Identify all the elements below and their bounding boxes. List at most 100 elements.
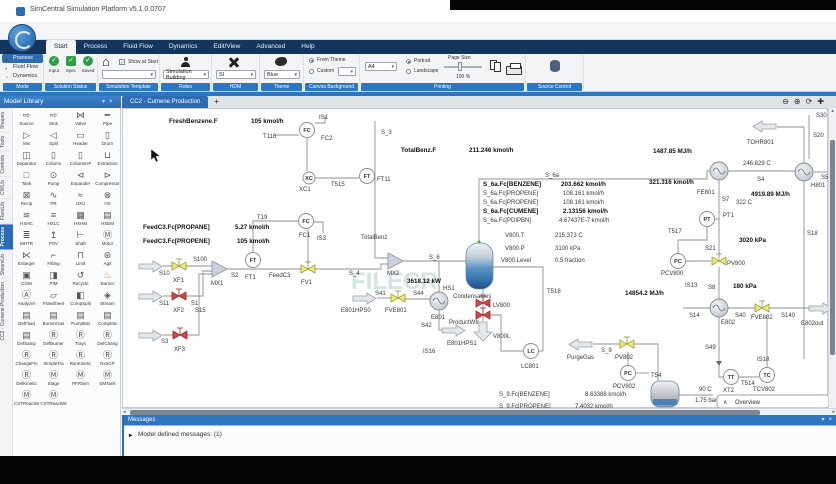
messages-header-icons[interactable]: ▾× <box>821 415 832 425</box>
library-item-fitting[interactable]: ⌐Fitting <box>40 250 67 270</box>
library-item-drum[interactable]: ▯Drum <box>94 130 121 150</box>
library-item-split[interactable]: ◁Split <box>40 130 67 150</box>
library-item-pr[interactable]: ∿PR <box>40 190 67 210</box>
panel-icon[interactable]: × <box>109 99 113 105</box>
PurgeGas-sink[interactable] <box>568 338 593 351</box>
page-size-slider-track[interactable] <box>444 66 482 68</box>
zoom-out-icon[interactable]: ⊖ <box>782 97 789 106</box>
library-item-stream[interactable]: ◈Stream <box>94 290 121 310</box>
mode-item-fluid-flow[interactable]: ◐Fluid Flow <box>5 64 39 72</box>
PV800-valve[interactable] <box>711 256 720 266</box>
library-item-hxlc[interactable]: ≡HXLC <box>40 210 67 230</box>
pan-icon[interactable]: ✚ <box>817 97 824 106</box>
FVE801-valve[interactable] <box>397 293 406 303</box>
vertical-scroll-thumb[interactable] <box>830 140 835 355</box>
library-item-limit[interactable]: ⊓Limit <box>67 250 94 270</box>
library-item-column[interactable]: ▯Column <box>40 150 67 170</box>
ribbon-tab-help[interactable]: Help <box>301 43 315 50</box>
XF2-valve[interactable] <box>178 291 187 301</box>
PV802-valve[interactable] <box>626 339 635 349</box>
canvas-tab-cumene[interactable]: CC2 - Cumene Production <box>122 96 209 108</box>
FC1-controller[interactable] <box>298 213 314 229</box>
ProductWtr-valve[interactable] <box>482 310 491 320</box>
PV800-valve[interactable] <box>718 256 727 266</box>
library-item-columnhf[interactable]: ▯ColumnHF <box>67 150 94 170</box>
sidebar-tab-steamlib[interactable]: SteamLib <box>0 249 13 278</box>
ribbon-tab-edit-view[interactable]: Edit/View <box>213 43 241 50</box>
PT1-controller[interactable] <box>699 211 715 227</box>
FT11-controller[interactable] <box>359 168 375 184</box>
TCV802-controller[interactable] <box>759 367 775 383</box>
PV802-valve[interactable] <box>619 339 628 349</box>
library-item-com[interactable]: ▣COM <box>13 270 40 290</box>
ProductWtr-valve[interactable] <box>475 310 484 320</box>
XF1-valve[interactable] <box>171 261 180 271</box>
library-item-extraction[interactable]: ⊔Extraction <box>94 150 121 170</box>
XF1-valve[interactable] <box>178 261 187 271</box>
library-item-defsamp[interactable]: ▤DefSamp <box>13 330 40 350</box>
FV1-valve[interactable] <box>300 264 309 274</box>
library-item-sink[interactable]: ⇨Sink <box>40 110 67 130</box>
roles-dropdown[interactable]: Simulation Building▾ <box>163 69 209 81</box>
message-row[interactable]: ▸Model defined messages: (1) <box>129 431 222 439</box>
library-item-expander[interactable]: ⊲Expander <box>67 170 94 190</box>
library-item-psv[interactable]: ↥PSV <box>40 230 67 250</box>
S3-source[interactable] <box>138 329 163 342</box>
theme-dropdown[interactable]: Blue▾ <box>264 70 300 79</box>
messages-window-icon[interactable]: ▾ <box>821 417 825 423</box>
S10-source[interactable] <box>138 260 163 273</box>
FT1-controller[interactable] <box>245 252 261 268</box>
hdm-dropdown[interactable]: SI▾ <box>216 70 256 79</box>
XF3-valve[interactable] <box>179 330 188 340</box>
library-item-deffluid[interactable]: ▤DefFluid <box>13 310 40 330</box>
library-item-hxem[interactable]: ▤HXEM <box>94 210 121 230</box>
scroll-up-icon[interactable]: ▴ <box>831 108 834 114</box>
library-item-header[interactable]: ▭Header <box>67 130 94 150</box>
V800[interactable] <box>465 242 494 290</box>
library-item-compmix[interactable]: ▤CompMix <box>94 310 121 330</box>
scroll-left-icon[interactable]: ◂ <box>123 409 126 415</box>
template-dropdown[interactable]: ▾ <box>102 70 156 79</box>
FVE801-valve[interactable] <box>390 293 399 303</box>
LV800-valve[interactable] <box>482 298 491 308</box>
sidebar-tab-cwlib[interactable]: CWLib <box>0 176 13 199</box>
home-icon[interactable]: ⌂ <box>102 54 110 69</box>
MX1-mixer[interactable] <box>211 260 228 278</box>
source-control-icon[interactable] <box>550 60 560 72</box>
messages-window-icon[interactable]: × <box>828 417 832 423</box>
library-item-pumpbat[interactable]: ▤PumpBat <box>67 310 94 330</box>
canvas-horizontal-scrollbar[interactable]: ◂ ▸ <box>122 408 836 415</box>
S11-source[interactable] <box>138 290 163 303</box>
library-item-hxhc[interactable]: ≋HXHC <box>13 210 40 230</box>
overview-panel[interactable] <box>716 394 830 409</box>
custom-radio[interactable] <box>309 69 314 74</box>
panel-icon[interactable]: ▾ <box>102 99 106 105</box>
paper-size-dropdown[interactable]: A4▾ <box>365 62 397 71</box>
ribbon-tab-dynamics[interactable]: Dynamics <box>168 43 198 50</box>
library-item-recycle[interactable]: ↺Recycle <box>67 270 94 290</box>
library-item-shaft[interactable]: ⊢Shaft <box>67 230 94 250</box>
library-item-pipe[interactable]: ━Pipe <box>94 110 121 130</box>
ribbon-tab-start[interactable]: Start <box>46 40 76 54</box>
library-item-agit[interactable]: ⊛Agit <box>94 250 121 270</box>
show-at-start-checkbox[interactable]: ✓ <box>119 59 125 66</box>
portrait-radio[interactable] <box>406 59 411 64</box>
sidebar-tab-flarelib[interactable]: FlareLib <box>0 198 13 224</box>
XF3-valve[interactable] <box>172 330 181 340</box>
mode-item-process[interactable]: ◆Process <box>2 54 43 63</box>
FC2-controller[interactable] <box>299 122 315 138</box>
sidebar-tab-shapes[interactable]: Shapes <box>0 108 13 132</box>
from-theme-radio[interactable] <box>309 58 314 63</box>
custom-color-dropdown[interactable]: ▾ <box>338 67 356 76</box>
